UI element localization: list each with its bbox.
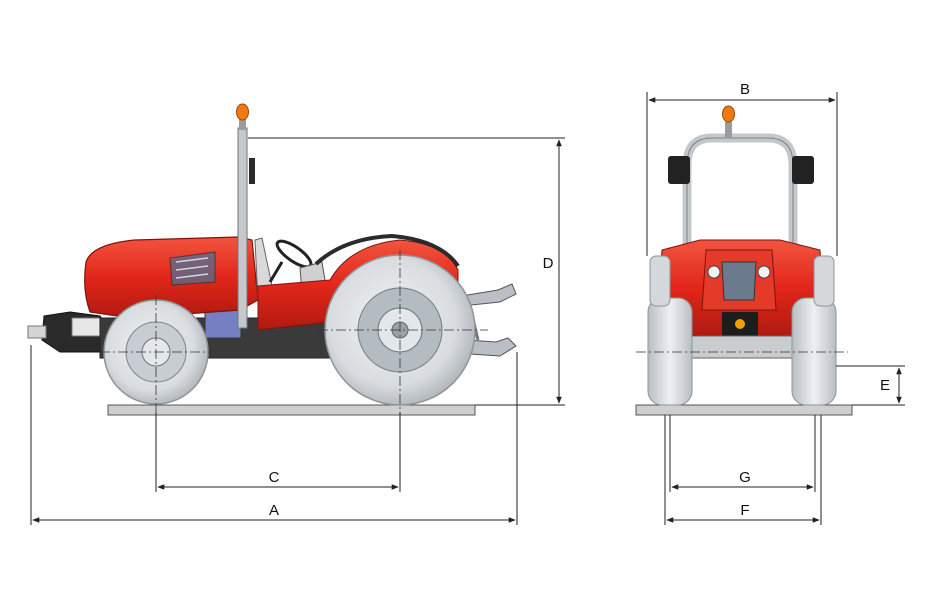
- ground-plate-side: [107, 404, 476, 416]
- dim-label-f: F: [740, 502, 749, 519]
- front-axle: [683, 335, 799, 359]
- beacon-light-front: [722, 105, 735, 138]
- dim-label-e: E: [880, 377, 890, 394]
- dim-label-g: G: [739, 469, 751, 486]
- dimension-arrows: [32, 97, 902, 523]
- dim-label-d: D: [543, 255, 554, 272]
- dim-label-c: C: [269, 469, 280, 486]
- wheel-centerlines-side: [100, 250, 488, 412]
- side-view: [27, 103, 517, 416]
- mirror-side: [249, 158, 255, 184]
- dim-label-b: B: [740, 81, 750, 98]
- front-tyre-right: [791, 297, 837, 406]
- dim-label-a: A: [269, 502, 279, 519]
- mirror-left: [668, 156, 690, 184]
- ground-plate-front: [635, 404, 853, 416]
- front-view: [635, 105, 853, 416]
- front-tyre-left: [647, 297, 693, 406]
- beacon-light-side: [236, 103, 249, 130]
- roll-bar: [237, 127, 248, 329]
- front-ballast: [27, 311, 113, 353]
- mirror-right: [792, 156, 814, 184]
- extension-lines: [30, 92, 905, 525]
